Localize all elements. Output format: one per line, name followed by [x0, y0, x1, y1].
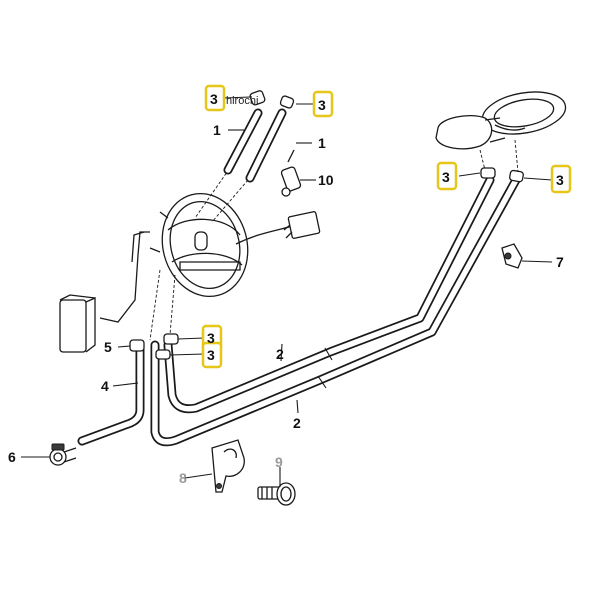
leader-lines: [21, 96, 553, 487]
label-part-10: 10: [318, 172, 334, 188]
part-labels: 3 3 3 3 3 3 1 1 10 7 2 2 5 4 6 8 9: [8, 91, 564, 486]
highlight-boxes: [201, 84, 572, 369]
clip-part-7: [501, 243, 523, 269]
label-part-3: 3: [210, 91, 218, 107]
label-part-9: 9: [275, 454, 283, 470]
label-part-2: 2: [276, 346, 284, 362]
label-part-6: 6: [8, 449, 16, 465]
label-part-3: 3: [207, 347, 215, 363]
hose-couplers: [317, 347, 333, 389]
assembly-dash-lines: [149, 139, 519, 341]
label-part-1: 1: [318, 135, 326, 151]
label-part-5: 5: [104, 339, 112, 355]
hose-group: [77, 108, 521, 447]
label-part-3: 3: [442, 169, 450, 185]
holder-part-8: [211, 439, 245, 493]
label-part-7: 7: [556, 254, 564, 270]
hose-clamps: [129, 90, 524, 360]
label-part-4: 4: [101, 378, 109, 394]
bolt-part-9: [257, 482, 296, 506]
label-part-3: 3: [556, 172, 564, 188]
clip-part-6: [49, 443, 77, 466]
fuel-pump-assembly: [59, 192, 321, 353]
label-part-2: 2: [293, 415, 301, 431]
watermark-text: hirochi: [226, 95, 258, 107]
label-part-8: 8: [179, 470, 187, 486]
label-part-1: 1: [213, 122, 221, 138]
fitting-part-10: [280, 149, 302, 197]
tank-flange-assembly: [435, 91, 567, 150]
label-part-3: 3: [318, 97, 326, 113]
label-part-3: 3: [207, 330, 215, 346]
